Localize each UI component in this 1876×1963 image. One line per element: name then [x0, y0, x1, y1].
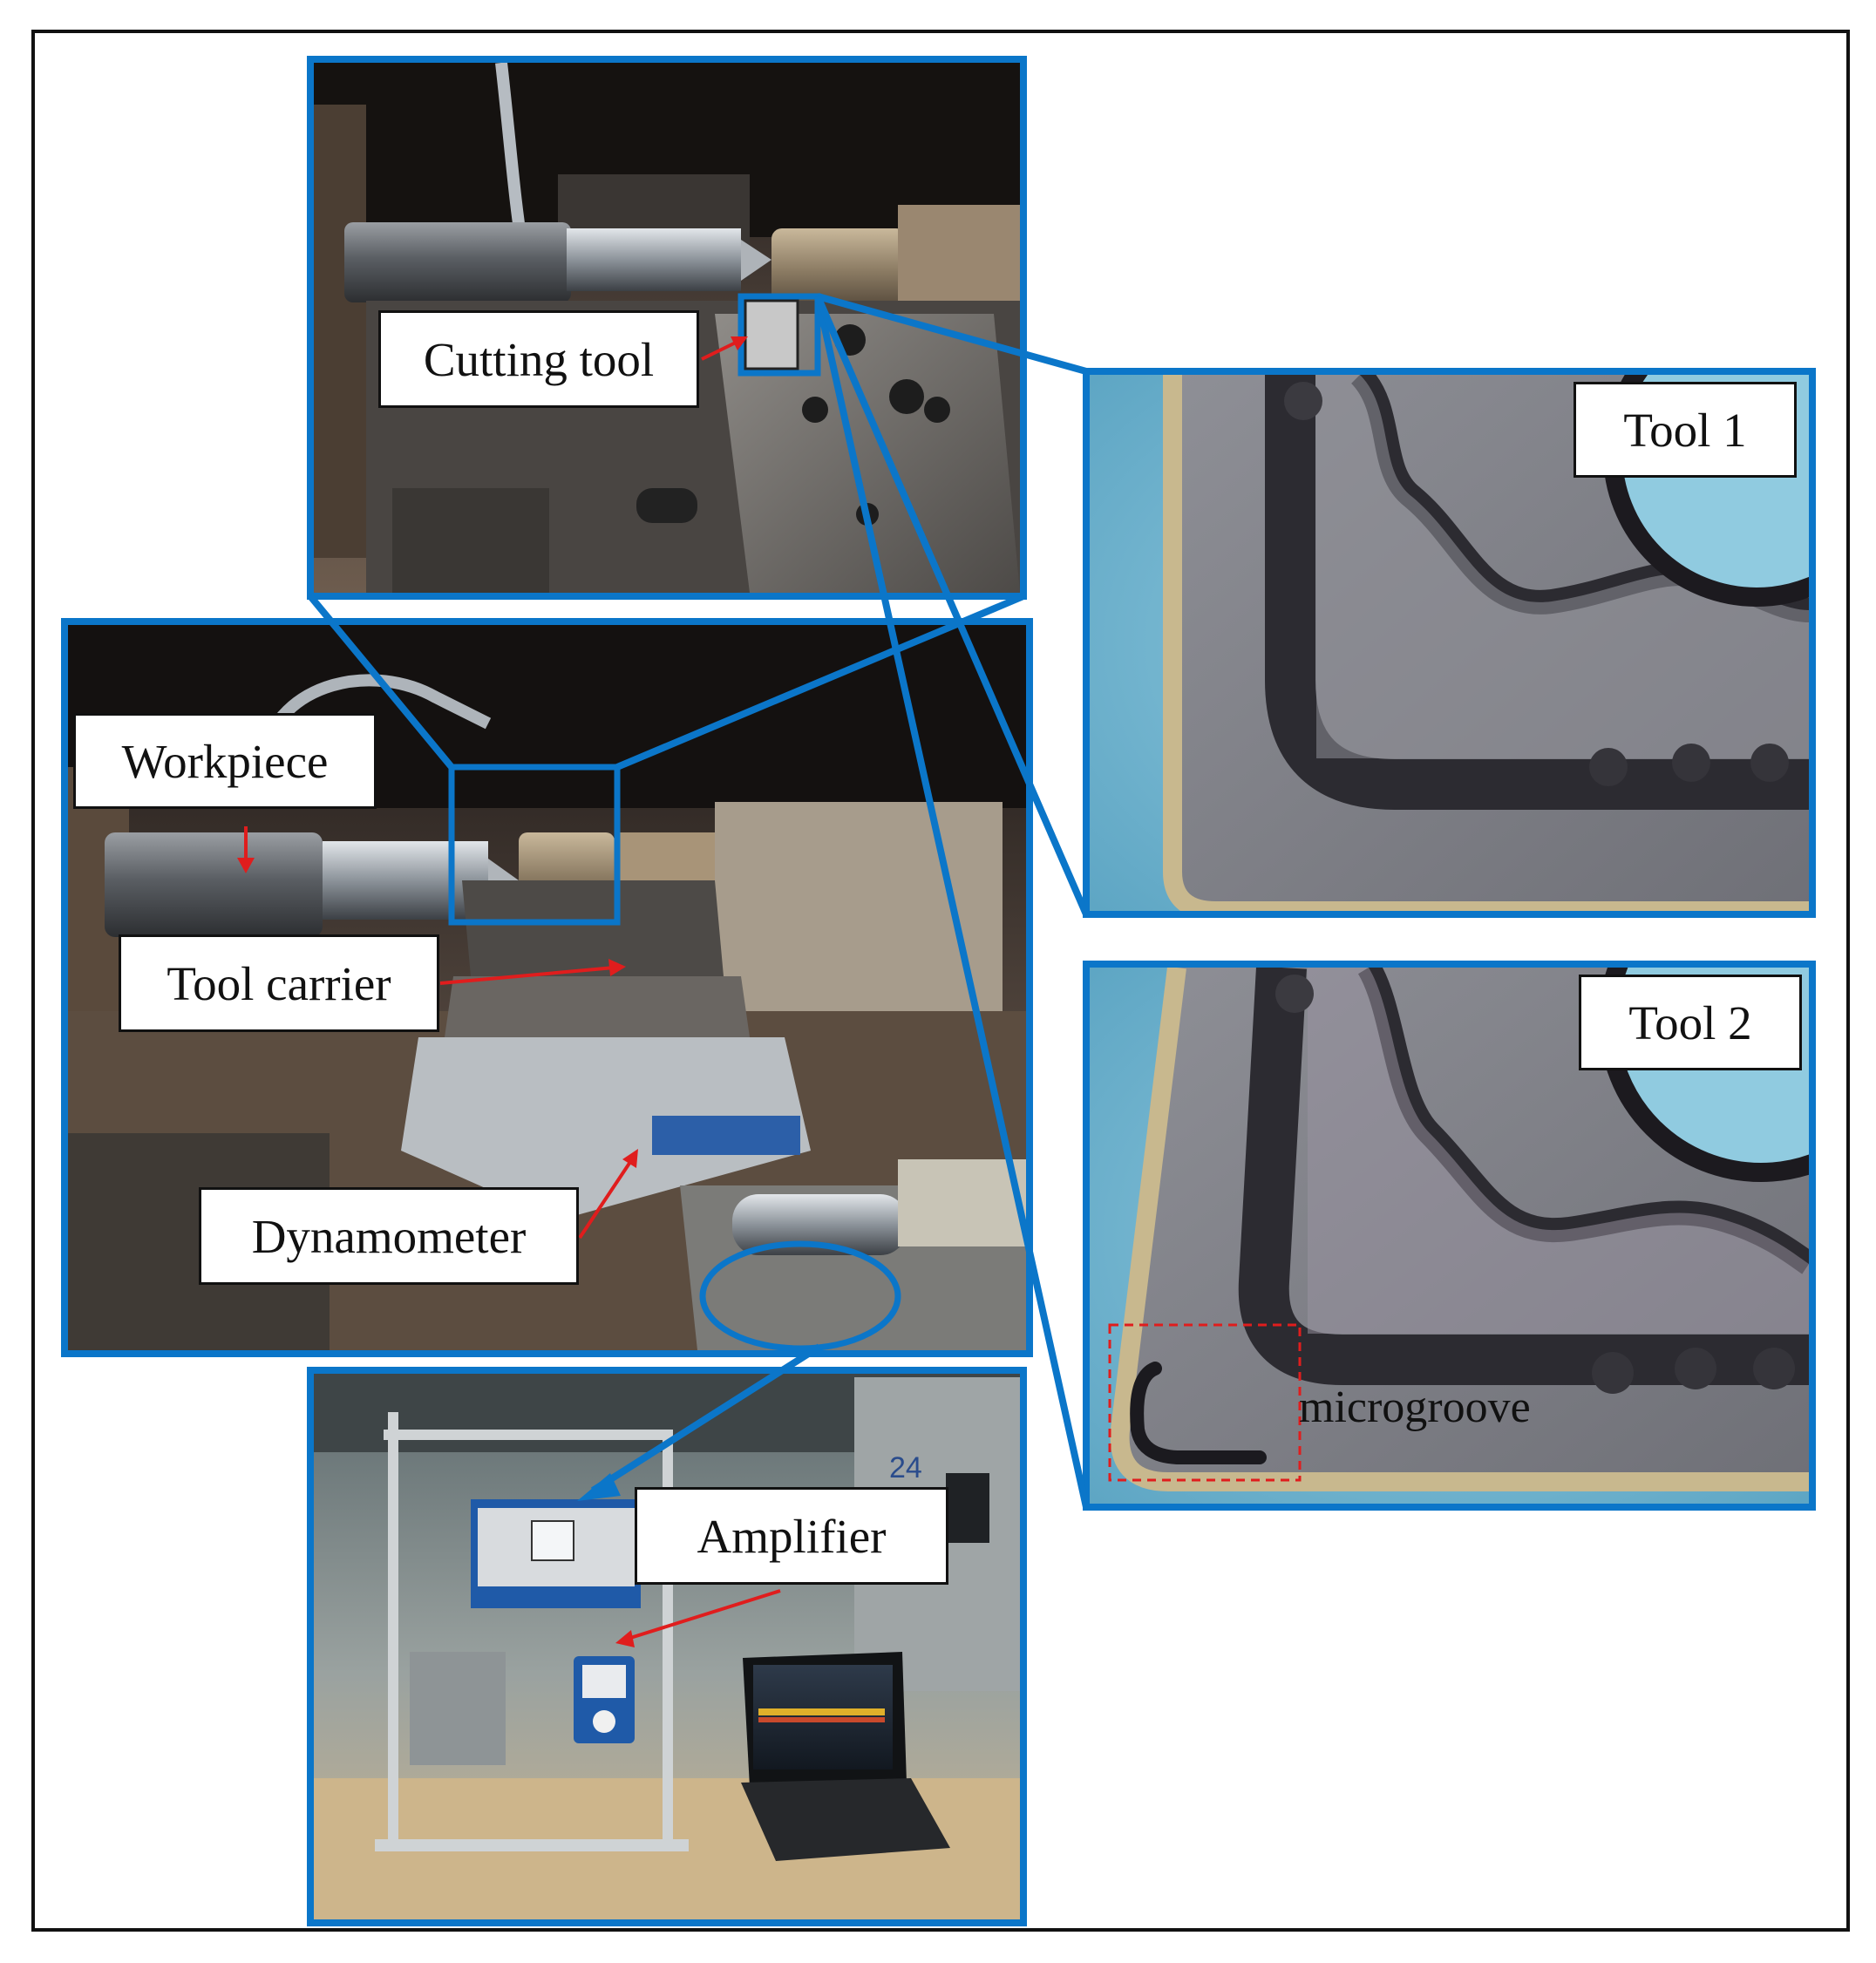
workpiece-label: Workpiece [73, 713, 377, 809]
amplifier-link-arrow [590, 1343, 822, 1494]
arrow-dynamometer [578, 1158, 634, 1240]
tool1-frame [1083, 368, 1816, 918]
amplifier-label: Amplifier [635, 1487, 948, 1585]
cutting-tool-label: Cutting tool [378, 310, 699, 408]
bench-unit-number: 24 [889, 1451, 922, 1484]
tool2-label: Tool 2 [1579, 975, 1802, 1070]
arrow-amplifier [627, 1589, 781, 1640]
arrowhead-dynamometer [622, 1149, 638, 1168]
tool2-micrograph [1090, 968, 1809, 1504]
tool-carrier-label: Tool carrier [119, 934, 439, 1032]
arrowhead-cutting-tool [731, 336, 748, 350]
red-arrows [237, 336, 781, 1647]
zoom-connector-lines [307, 293, 1090, 1508]
amplifier-link-arrowhead [577, 1473, 621, 1501]
middle-photo-frame [61, 618, 1033, 1357]
microgroove-mark [1130, 1362, 1267, 1464]
microgroove-label: microgroove [1299, 1382, 1531, 1432]
cutting-tool-zoom-box [737, 293, 821, 377]
top-photo-frame [307, 56, 1027, 600]
microgroove-highlight-box [1108, 1323, 1302, 1482]
tool1-label: Tool 1 [1574, 382, 1797, 478]
cable-zoom-ellipse [699, 1240, 901, 1352]
tool-region-zoom-box [448, 764, 621, 926]
arrowhead-workpiece [237, 858, 255, 873]
amplifier-photo: 24 [314, 1374, 1020, 1919]
dynamometer-label: Dynamometer [199, 1187, 579, 1285]
tool2-frame [1083, 961, 1816, 1511]
arrow-tool-carrier [439, 966, 615, 985]
arrowhead-amplifier [615, 1630, 635, 1647]
arrowhead-tool-carrier [608, 959, 626, 976]
bottom-photo-frame [307, 1367, 1027, 1926]
